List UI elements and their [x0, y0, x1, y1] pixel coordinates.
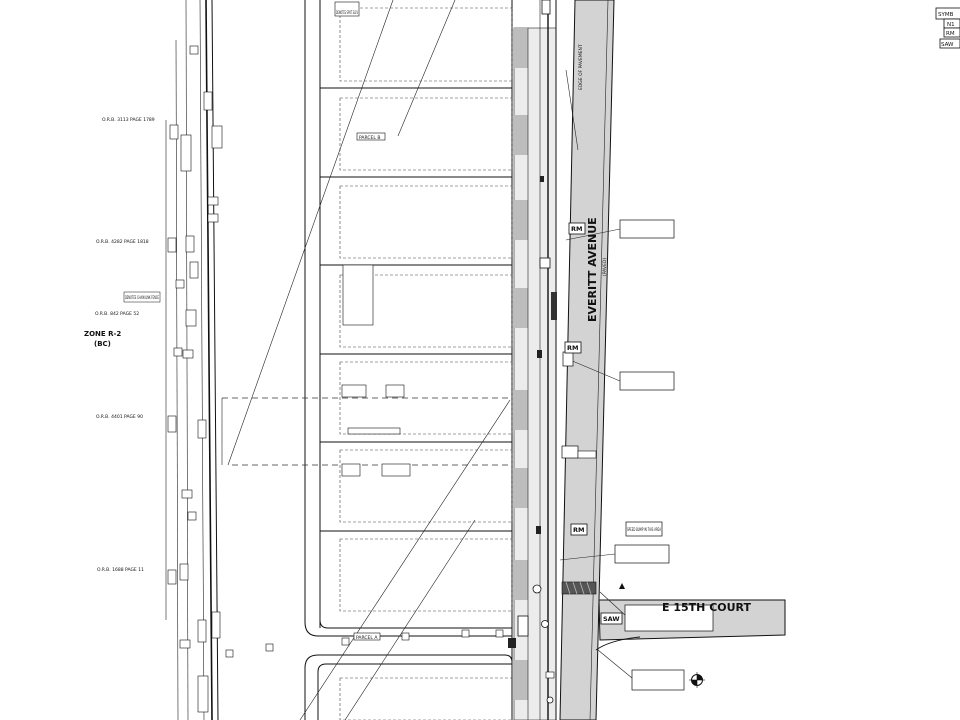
- legend-item-rm: RM: [946, 31, 955, 37]
- e15th-court-label: E 15TH COURT: [662, 601, 752, 614]
- lot-callouts: [334, 1, 411, 477]
- everitt-avenue-pavement: [559, 0, 615, 720]
- everitt-avenue-label: EVERITT AVENUE: [586, 217, 599, 322]
- utility-structures: [508, 0, 557, 704]
- legend-item-saw: SAW: [941, 42, 954, 48]
- saw-label: SAW: [603, 615, 620, 623]
- record-label-4: O.R.B. 4401 PAGE 90: [96, 414, 143, 420]
- record-label-2: O.R.B. 4282 PAGE 1818: [96, 239, 149, 245]
- dimension-tags: [167, 45, 504, 713]
- west-boundary: [165, 0, 219, 720]
- chain-link-fence-note: DENOTES CHAIN LINK FENCE: [125, 295, 159, 301]
- legend: [935, 7, 960, 49]
- crosswalk-hatch: [561, 581, 597, 595]
- rm-label-2: RM: [567, 344, 578, 352]
- legend-title: SYMB: [938, 12, 954, 18]
- curb-return: [595, 636, 641, 651]
- lot-lines: [320, 87, 512, 532]
- edge-of-pavement-note: EDGE OF PAVEMENT: [578, 44, 584, 90]
- everitt-paved-label: (PAVED): [602, 258, 608, 276]
- rm-label-3: RM: [573, 526, 584, 534]
- road-centerline: [589, 0, 609, 720]
- record-label-3: O.R.B. 842 PAGE 52: [95, 311, 139, 317]
- spot-elev-note: DENOTES SPOT ELEV: [336, 10, 358, 16]
- zone-sub-label: (BC): [94, 340, 111, 348]
- record-label-5: O.R.B. 1688 PAGE 11: [97, 567, 144, 573]
- elevation-callouts: [559, 69, 714, 691]
- legend-item-n1: N1: [947, 22, 955, 28]
- building-envelopes: [339, 7, 513, 720]
- north-triangle-icon: [619, 583, 625, 589]
- speed-bump-note: SPEED BUMP IN THIS AREA: [627, 527, 662, 533]
- record-label-1: O.R.B. 3113 PAGE 1789: [102, 117, 155, 123]
- rm-label-1: RM: [571, 225, 582, 233]
- parcel-a-label: PARCEL A: [356, 635, 378, 641]
- zone-label: ZONE R-2: [84, 330, 121, 338]
- benchmark-symbol: [689, 672, 705, 688]
- parcel-b-label: PARCEL B: [359, 135, 380, 141]
- sidewalk-strip: [513, 27, 557, 720]
